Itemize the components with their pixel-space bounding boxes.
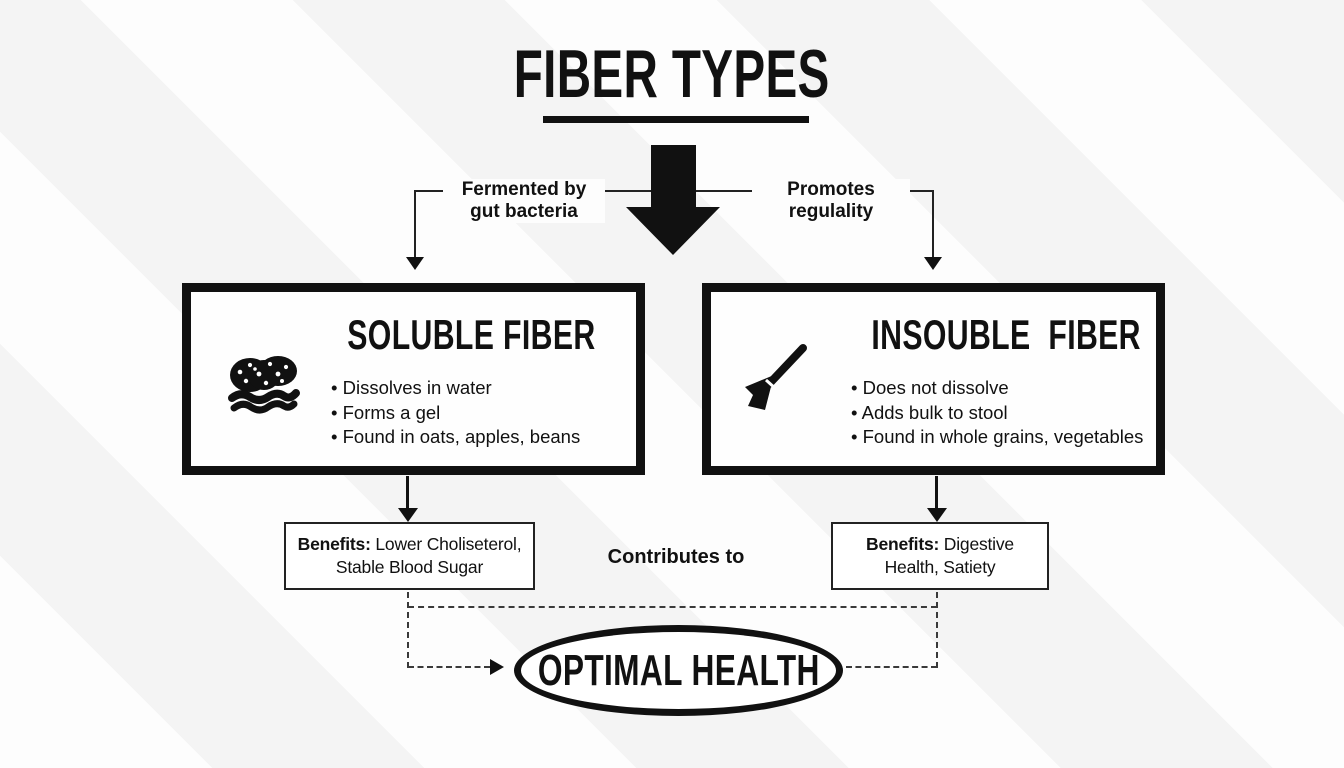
dashed-horizontal-top — [408, 606, 937, 608]
down-arrowhead-right-icon — [924, 257, 942, 270]
soluble-fiber-box: SOLUBLE FIBER Dissolves in water Forms a… — [182, 283, 645, 475]
bullet-item: Found in whole grains, vegetables — [851, 425, 1144, 450]
connector-vertical-line-right — [932, 190, 934, 258]
dashed-vertical-left — [407, 592, 409, 668]
connector-label-promotes: Promotes regulality — [752, 179, 910, 223]
down-arrowhead-benefit-right-icon — [927, 508, 947, 522]
bullet-item: Found in oats, apples, beans — [331, 425, 581, 450]
insoluble-benefits-box: Benefits: Digestive Health, Satiety — [831, 522, 1049, 590]
insoluble-fiber-box: INSOUBLE FIBER Does not dissolve Adds bu… — [702, 283, 1165, 475]
title-underline — [543, 116, 809, 123]
box-to-benefit-line-right — [935, 476, 938, 510]
soluble-benefits-box: Benefits: Lower Choliseterol, Stable Blo… — [284, 522, 535, 590]
page-title: FIBER TYPES — [0, 40, 1344, 108]
benefit-line: Stable Blood Sugar — [335, 557, 484, 577]
connector-label-line1: Fermented by — [461, 179, 587, 200]
connector-vertical-line-left — [414, 190, 416, 258]
connector-label-line2: gut bacteria — [470, 201, 578, 222]
box-to-benefit-line-left — [406, 476, 409, 510]
sponge-icon — [228, 356, 300, 414]
big-down-arrow-icon — [626, 207, 720, 255]
benefit-line: Health, Satiety — [884, 557, 996, 577]
down-arrowhead-left-icon — [406, 257, 424, 270]
broom-icon — [745, 344, 807, 410]
insoluble-fiber-bullets: Does not dissolve Adds bulk to stool Fou… — [851, 376, 1144, 450]
soluble-fiber-bullets: Dissolves in water Forms a gel Found in … — [331, 376, 581, 450]
bullet-item: Adds bulk to stool — [851, 401, 1143, 426]
soluble-fiber-heading: SOLUBLE FIBER — [347, 311, 596, 358]
optimal-health-label: OPTIMAL HEALTH — [537, 645, 820, 695]
bullet-item: Forms a gel — [331, 401, 580, 426]
connector-label-line2: regulality — [788, 201, 874, 222]
bullet-item: Dissolves in water — [331, 376, 580, 401]
connector-label-fermented: Fermented by gut bacteria — [443, 179, 605, 223]
right-arrowhead-icon — [490, 659, 504, 675]
dashed-horizontal-left — [408, 666, 490, 668]
optimal-health-ellipse: OPTIMAL HEALTH — [514, 625, 843, 716]
page-title-text: FIBER TYPES — [514, 36, 830, 112]
big-down-arrow-shaft — [651, 145, 696, 208]
dashed-vertical-right — [936, 592, 938, 668]
connector-label-line1: Promotes — [787, 179, 875, 200]
contributes-label: Contributes to — [607, 546, 745, 568]
benefit-line: Benefits: Lower Choliseterol, — [297, 534, 522, 554]
bullet-item: Does not dissolve — [851, 376, 1143, 401]
dashed-horizontal-right — [846, 666, 937, 668]
down-arrowhead-benefit-left-icon — [398, 508, 418, 522]
insoluble-fiber-heading: INSOUBLE FIBER — [871, 311, 1141, 358]
benefit-line: Benefits: Digestive — [866, 534, 1014, 554]
